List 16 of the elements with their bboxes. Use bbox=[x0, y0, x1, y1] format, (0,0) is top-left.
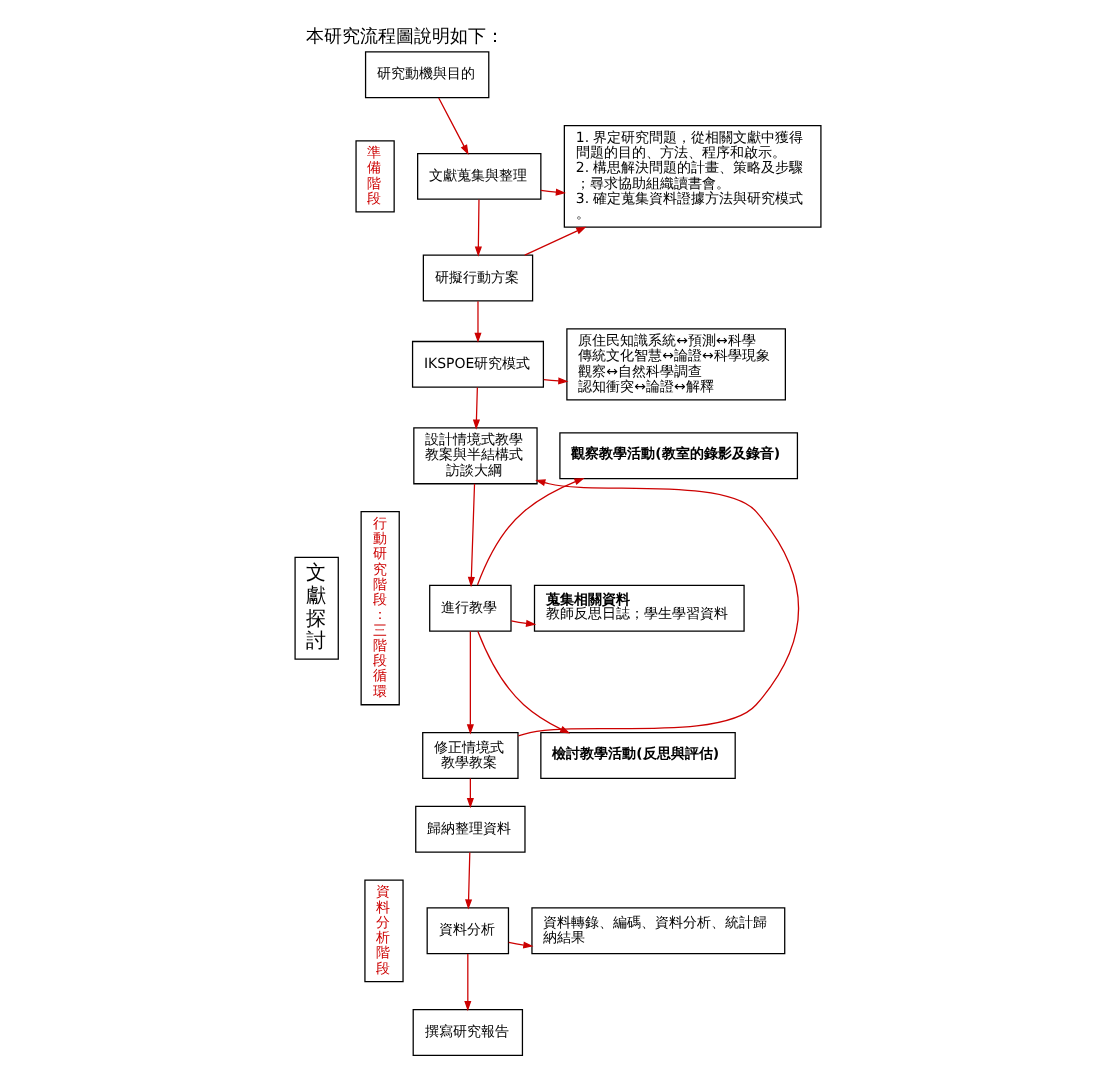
diagram-title: 本研究流程圖說明如下： bbox=[305, 27, 504, 48]
arrow bbox=[510, 619, 537, 627]
node-box: 文獻探討 bbox=[294, 556, 339, 660]
arrow bbox=[465, 851, 473, 910]
arrow bbox=[540, 188, 566, 196]
arrow bbox=[508, 941, 534, 949]
arrow bbox=[524, 226, 587, 256]
arrow bbox=[438, 97, 469, 155]
arrow bbox=[476, 478, 585, 586]
arrow bbox=[464, 953, 472, 1012]
arrow bbox=[466, 777, 474, 809]
arrow bbox=[467, 483, 476, 588]
arrow bbox=[472, 386, 480, 430]
arrow bbox=[474, 300, 482, 343]
arrow bbox=[474, 199, 482, 257]
arrow bbox=[466, 630, 474, 735]
